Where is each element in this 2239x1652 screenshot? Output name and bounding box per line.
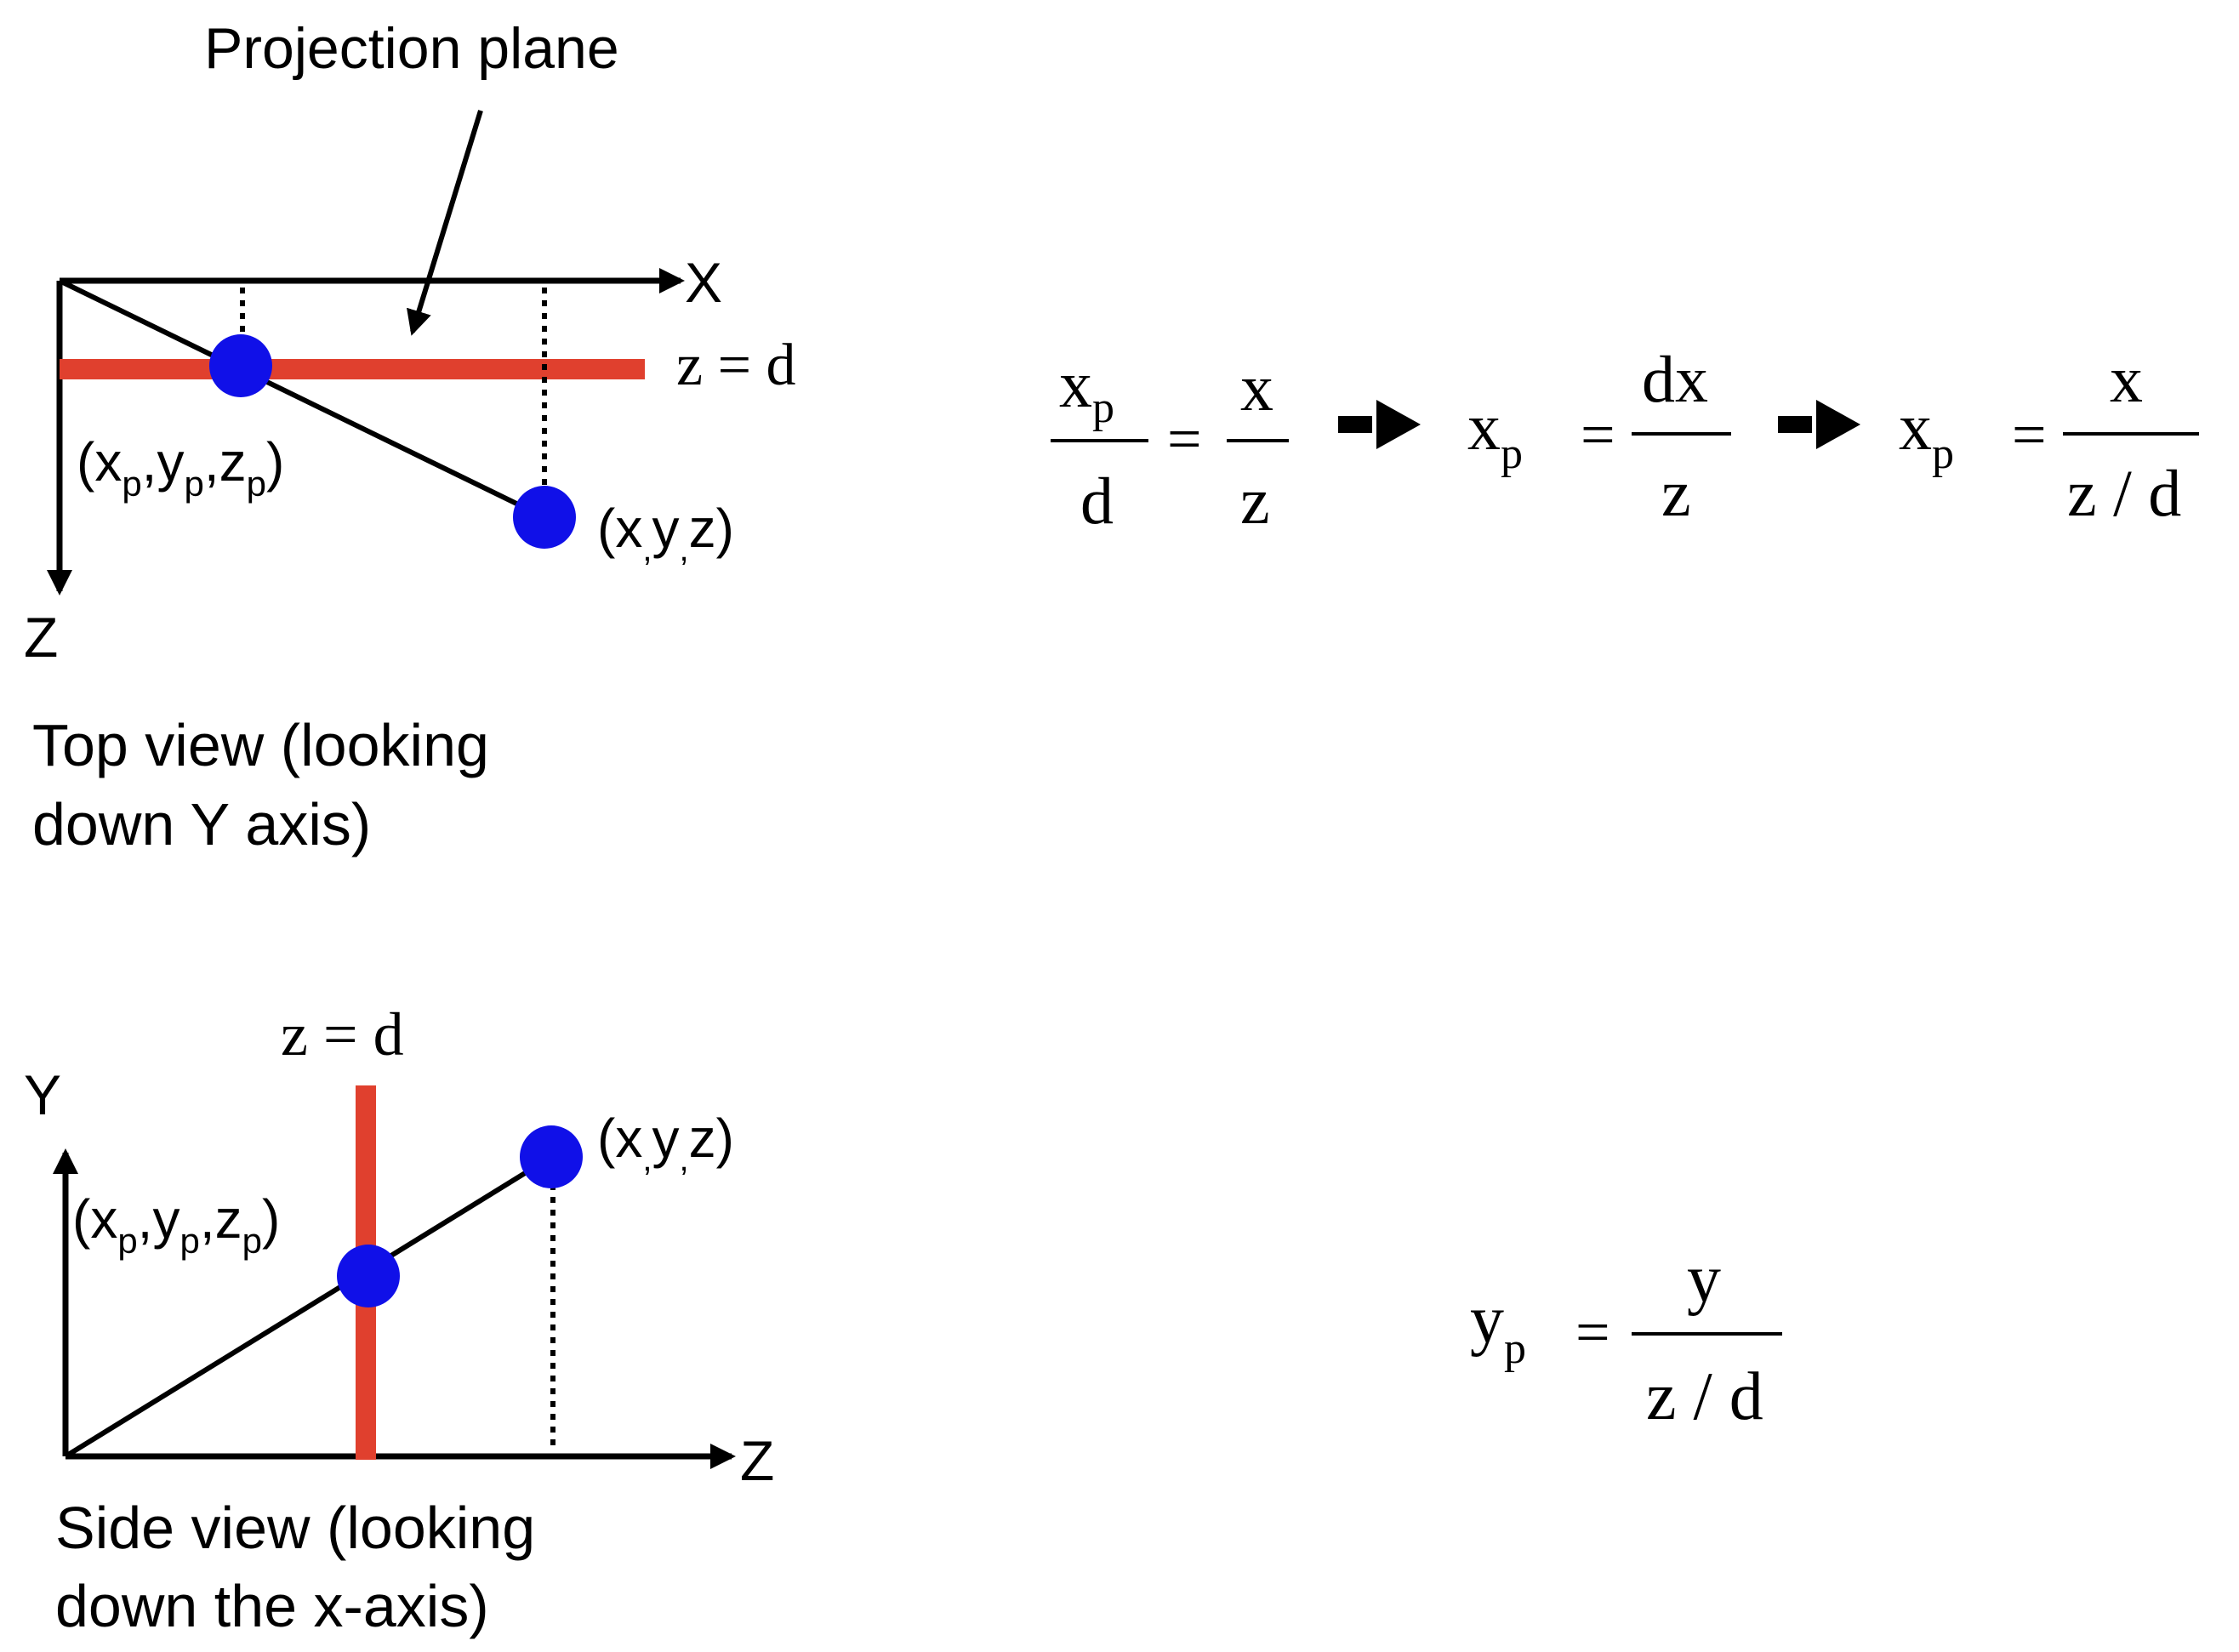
eq4-equals: = xyxy=(1575,1298,1610,1366)
equation-xp-x-over-z-over-d: xp = x z / d xyxy=(1899,342,2199,530)
eq1-lhs-numerator: xp xyxy=(1059,347,1114,432)
eq2-rhs-denominator: z xyxy=(1661,456,1691,530)
top-x-axis-label: X xyxy=(685,251,722,314)
eq1-equals: = xyxy=(1167,405,1202,473)
top-view-caption-line1: Top view (looking xyxy=(32,712,489,778)
implies-arrow-2 xyxy=(1778,400,1860,449)
eq1-lhs-denominator: d xyxy=(1080,464,1114,538)
top-z-axis-label: Z xyxy=(24,606,58,669)
eq3-lhs: xp xyxy=(1899,390,1954,478)
implies-arrow-1-shaft xyxy=(1338,416,1372,433)
eq2-equals: = xyxy=(1581,401,1615,469)
eq4-rhs-denominator: z / d xyxy=(1646,1359,1763,1434)
top-view: Projection plane X Z z = d (xp,yp,zp) (x… xyxy=(24,16,796,857)
equation-xp-dx-over-z: xp = dx z xyxy=(1467,342,1731,530)
top-point xyxy=(513,486,576,549)
top-projection-plane xyxy=(60,359,645,379)
side-y-axis-label: Y xyxy=(24,1063,61,1126)
top-projected-point xyxy=(209,334,272,397)
implies-arrow-2-shaft xyxy=(1778,416,1812,433)
side-point xyxy=(520,1125,583,1188)
side-view: z = d Y Z (xp,yp,zp) (x,y,z) Side view (… xyxy=(24,1000,774,1639)
projection-plane-pointer-arrow xyxy=(407,110,483,336)
eq2-rhs-numerator: dx xyxy=(1642,342,1708,416)
top-point-label: (x,y,z) xyxy=(597,498,734,568)
top-projected-point-label: (xp,yp,zp) xyxy=(77,431,284,504)
side-view-caption-line1: Side view (looking xyxy=(55,1495,535,1561)
eq3-rhs-numerator: x xyxy=(2110,342,2143,416)
implies-arrow-1-head xyxy=(1376,400,1421,449)
eq2-lhs: xp xyxy=(1467,390,1523,478)
implies-arrow-1 xyxy=(1338,400,1421,449)
eq3-rhs-denominator: z / d xyxy=(2067,456,2181,530)
equation-yp-y-over-z-over-d: yp = y z / d xyxy=(1470,1242,1782,1434)
equation-xp-over-d: xp d = x z xyxy=(1051,347,1289,538)
eq3-equals: = xyxy=(2012,401,2047,469)
side-projected-point xyxy=(337,1245,400,1307)
projection-plane-title: Projection plane xyxy=(204,16,619,81)
top-plane-label: z = d xyxy=(676,333,796,398)
implies-arrow-2-head xyxy=(1816,400,1860,449)
eq4-rhs-numerator: y xyxy=(1687,1242,1721,1317)
eq1-rhs-numerator: x xyxy=(1240,350,1273,424)
side-z-axis-label: Z xyxy=(740,1429,774,1492)
side-projected-point-label: (xp,yp,zp) xyxy=(72,1188,280,1261)
top-view-caption-line2: down Y axis) xyxy=(32,791,371,857)
eq1-rhs-denominator: z xyxy=(1240,464,1270,538)
side-view-caption-line2: down the x-axis) xyxy=(55,1573,489,1639)
side-point-label: (x,y,z) xyxy=(597,1108,734,1178)
top-projection-ray xyxy=(58,278,546,520)
eq4-lhs: yp xyxy=(1470,1283,1526,1373)
side-plane-label: z = d xyxy=(281,1000,404,1068)
side-projection-ray xyxy=(64,1154,553,1459)
